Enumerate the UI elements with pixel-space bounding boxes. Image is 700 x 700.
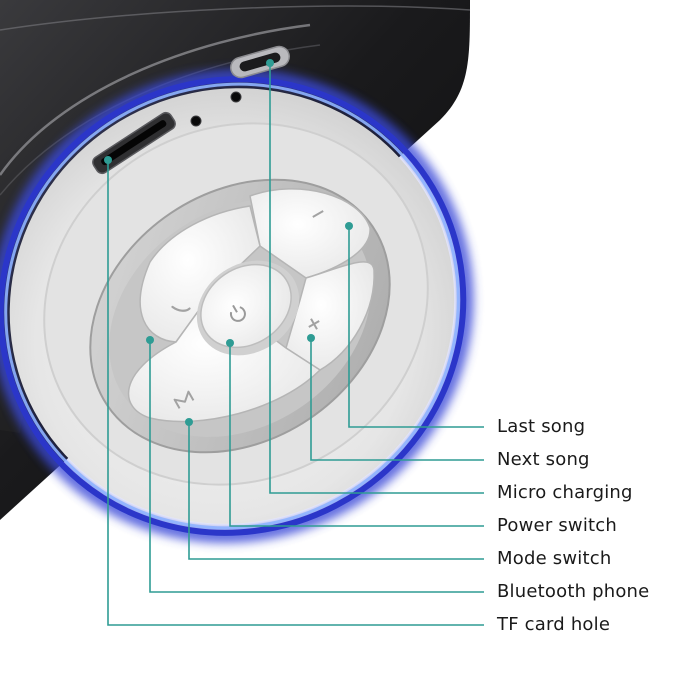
label-tf-card-hole: TF card hole — [497, 614, 611, 635]
leader-next-song — [310, 338, 484, 461]
phone-icon — [171, 305, 191, 312]
leader-mode-switch — [188, 422, 484, 560]
leader-dots — [104, 59, 353, 426]
label-last-song: Last song — [497, 416, 586, 437]
plus-icon — [308, 318, 320, 330]
leader-lines — [107, 63, 484, 626]
leader-bluetooth-phone — [149, 340, 484, 593]
dot-micro-charging — [266, 59, 274, 67]
bluetooth-phone-button[interactable] — [139, 205, 261, 343]
leader-tf-card-hole — [107, 160, 484, 626]
label-micro-charging: Micro charging — [497, 482, 633, 503]
minus-icon — [312, 210, 324, 218]
dot-power-switch — [226, 339, 234, 347]
mode-switch-button[interactable] — [127, 290, 322, 423]
dot-bluetooth-phone — [146, 336, 154, 344]
led-ring — [0, 69, 474, 543]
dot-mode-switch — [185, 418, 193, 426]
power-icon — [229, 304, 246, 322]
label-mode-switch: Mode switch — [497, 548, 612, 569]
next-song-button[interactable] — [285, 261, 375, 371]
power-switch-button[interactable] — [179, 241, 318, 374]
leader-power-switch — [229, 343, 484, 527]
dot-next-song — [307, 334, 315, 342]
dot-tf-card-hole — [104, 156, 112, 164]
ports — [92, 45, 290, 175]
mode-m-icon — [173, 390, 195, 409]
label-next-song: Next song — [497, 449, 590, 470]
button-panel — [89, 178, 391, 454]
dot-last-song — [345, 222, 353, 230]
leader-last-song — [348, 226, 484, 428]
leader-micro-charging — [269, 63, 484, 494]
label-power-switch: Power switch — [497, 515, 618, 536]
label-bluetooth-phone: Bluetooth phone — [497, 581, 650, 602]
